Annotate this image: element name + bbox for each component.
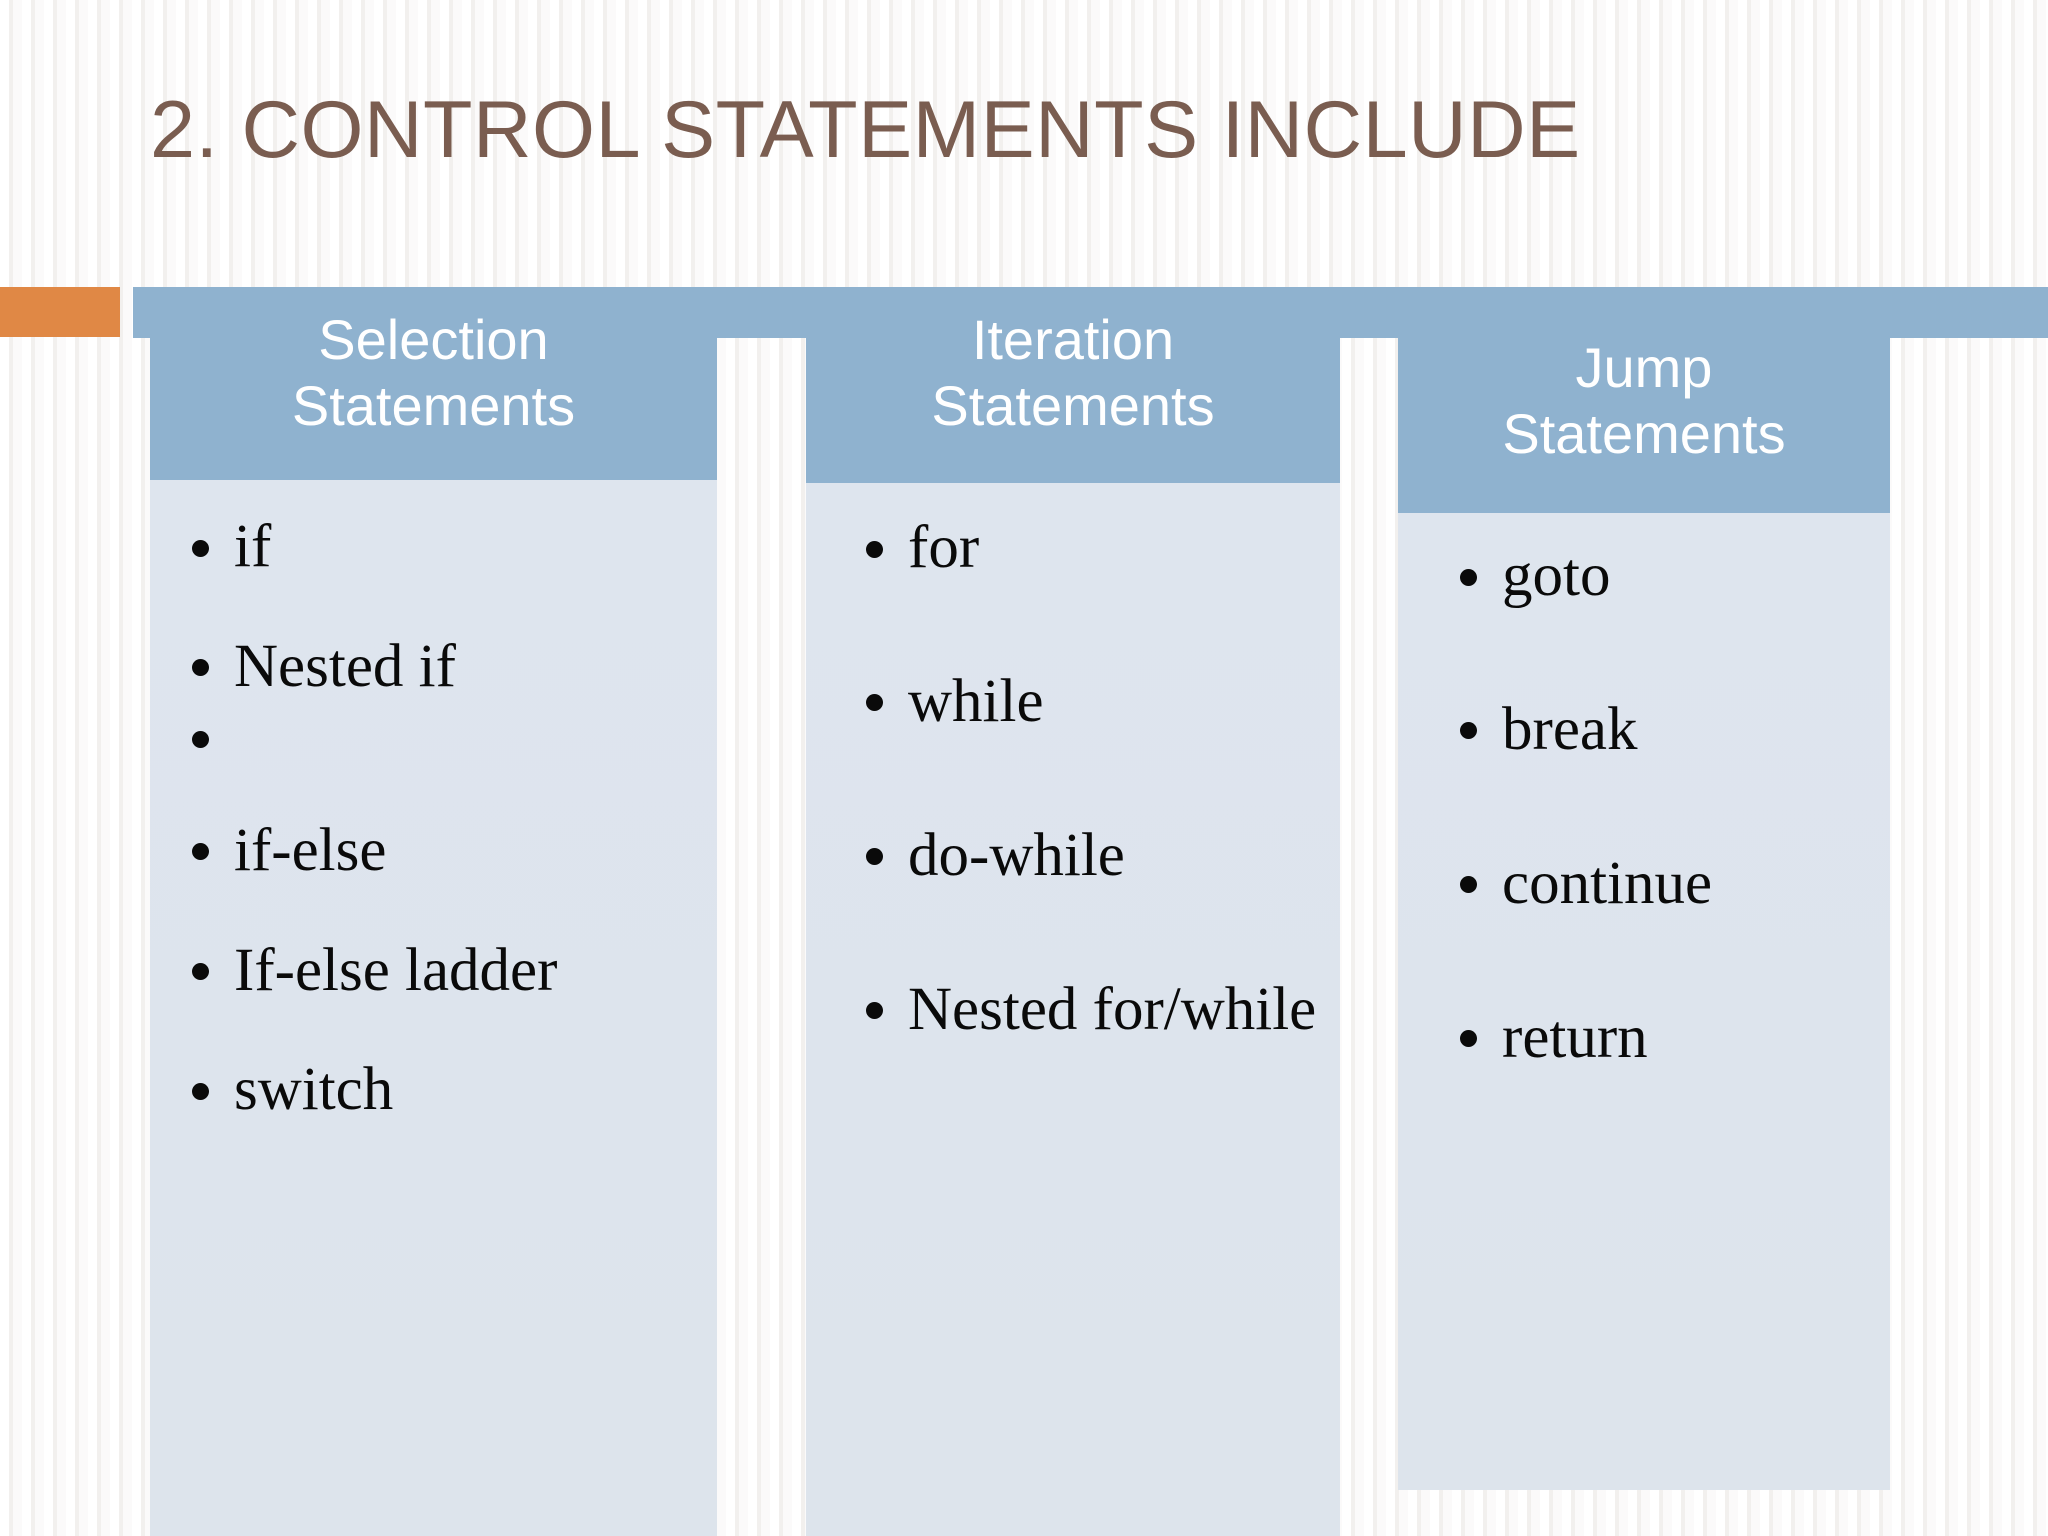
bullet-dot-icon (192, 963, 209, 981)
orange-accent-block (0, 287, 120, 337)
bullet-dot-icon (866, 694, 883, 712)
bullet-dot-icon (192, 731, 209, 749)
bullet-list-selection: if Nested if if-else If-else ladder swit… (172, 514, 692, 1177)
list-item-label: for (908, 514, 980, 581)
bullet-dot-icon (192, 539, 209, 557)
list-item-label: break (1502, 695, 1638, 763)
column-header-iteration: Iteration Statements (806, 287, 1340, 483)
page-title: 2. CONTROL STATEMENTS INCLUDE (150, 85, 1581, 175)
list-item: Nested if (172, 632, 692, 700)
list-item: for (846, 515, 1326, 581)
list-item: break (1440, 695, 1880, 763)
list-item: Nested for/while (846, 975, 1326, 1043)
column-header-line1: Jump (1575, 336, 1713, 399)
list-item-label: do-while (908, 821, 1125, 889)
column-body-iteration: for while do-while Nested for/while (806, 483, 1340, 1536)
bullet-dot-icon (1460, 568, 1477, 586)
list-item-label: if-else (234, 816, 387, 884)
list-item-label: Nested if (234, 632, 456, 700)
list-item: If-else ladder (172, 936, 692, 1004)
list-item: goto (1440, 543, 1880, 609)
list-item-label: return (1502, 1003, 1648, 1071)
column-header-line1: Selection (318, 308, 549, 371)
bullet-dot-icon (1460, 1030, 1477, 1048)
list-item: while (846, 667, 1326, 735)
bullet-dot-icon (1460, 722, 1477, 740)
bullet-dot-icon (866, 848, 883, 866)
list-item: switch (172, 1057, 692, 1123)
column-header-line1: Iteration (971, 308, 1175, 371)
list-item-label: If-else ladder (234, 936, 558, 1004)
list-item-empty (172, 706, 692, 764)
list-item: if (172, 514, 692, 580)
column-header-jump-text: Jump Statements (1502, 287, 1785, 467)
bullet-list-iteration: for while do-while Nested for/while (846, 515, 1326, 1131)
column-header-line2: Statements (291, 374, 576, 438)
bullet-dot-icon (192, 659, 209, 677)
list-item-label: continue (1502, 849, 1713, 917)
bullet-list-jump: goto break continue return (1440, 543, 1880, 1159)
column-header-jump: Jump Statements (1398, 287, 1890, 513)
column-header-line2: Statements (931, 374, 1215, 438)
list-item: do-while (846, 821, 1326, 889)
column-header-line2: Statements (1502, 402, 1786, 466)
column-header-selection: Selection Statements (150, 287, 717, 480)
list-item: return (1440, 1003, 1880, 1071)
bullet-dot-icon (192, 1083, 209, 1101)
list-item: continue (1440, 849, 1880, 917)
column-header-selection-text: Selection Statements (292, 287, 575, 439)
column-header-iteration-text: Iteration Statements (931, 287, 1214, 439)
list-item-label: goto (1502, 542, 1611, 609)
bullet-dot-icon (192, 843, 209, 861)
list-item-label: switch (234, 1056, 394, 1124)
list-item-label: Nested for/while (908, 975, 1317, 1043)
bullet-dot-icon (1460, 876, 1477, 894)
column-body-jump: goto break continue return (1398, 513, 1890, 1490)
column-body-selection: if Nested if if-else If-else ladder swit… (150, 480, 717, 1536)
list-item: if-else (172, 816, 692, 884)
list-item-label: while (908, 667, 1044, 735)
bullet-dot-icon (866, 540, 883, 558)
bullet-dot-icon (866, 1002, 883, 1020)
list-item-label: if (234, 513, 272, 580)
